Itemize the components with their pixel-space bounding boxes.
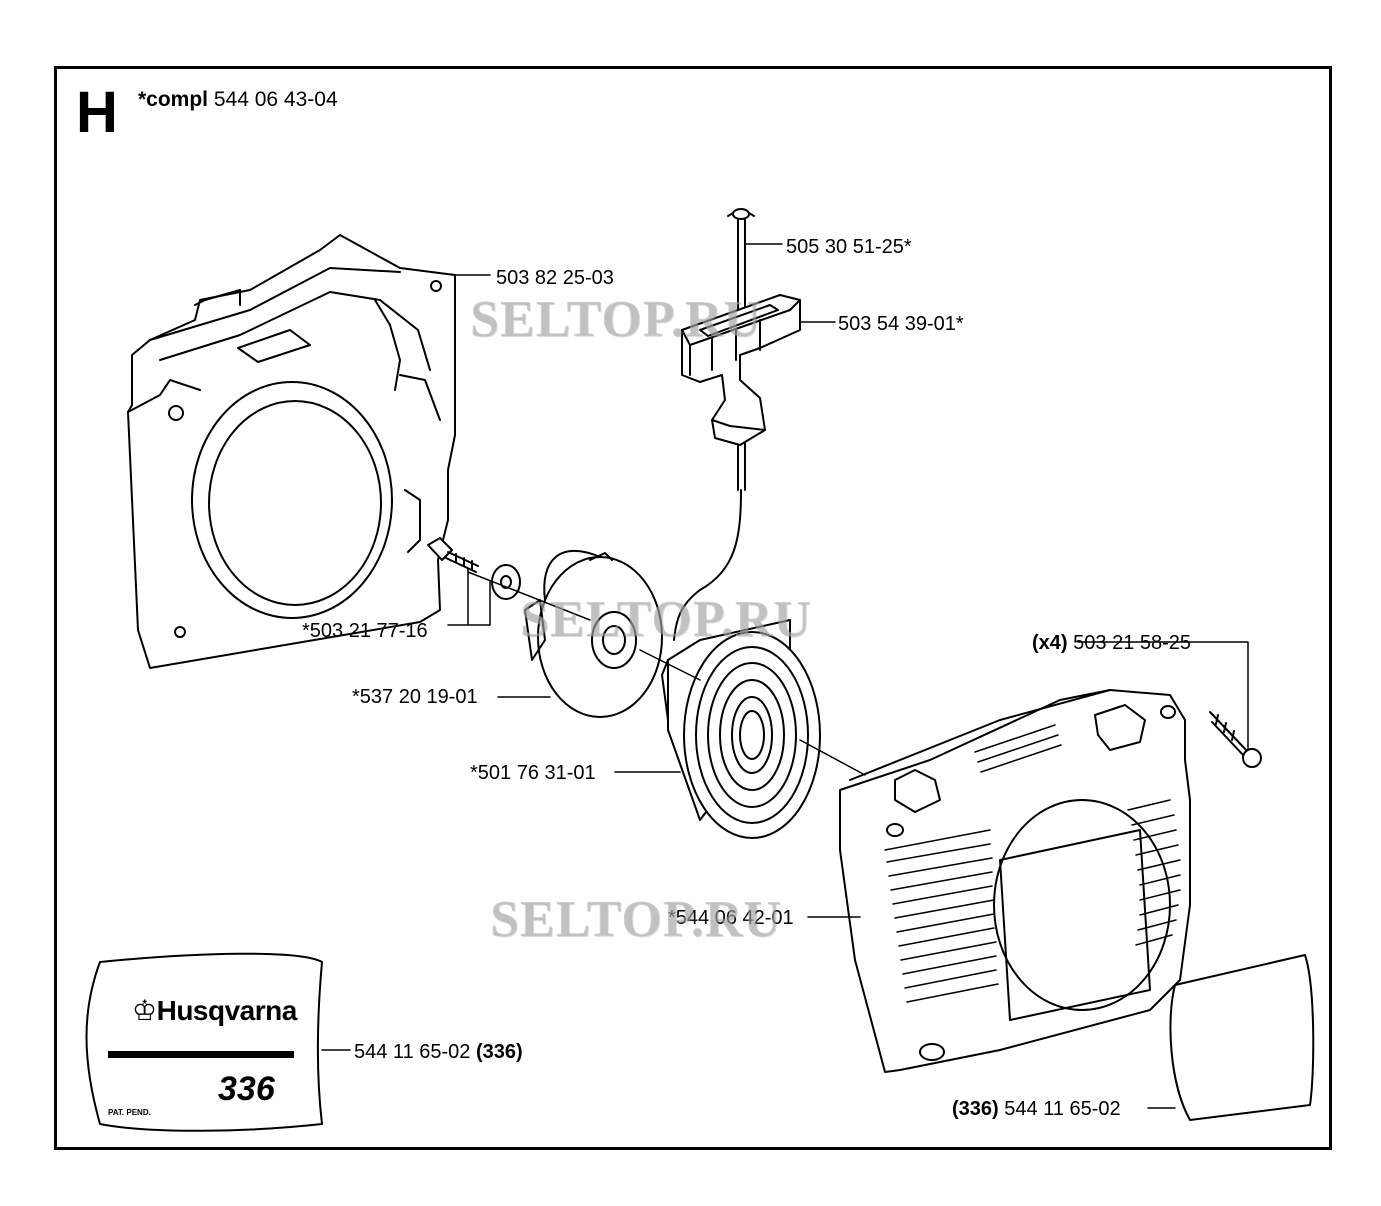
decal-patent-text: PAT. PEND.: [108, 1108, 151, 1117]
spring-cassette-drawing: [661, 619, 821, 839]
decal-left-outline: [85, 952, 323, 1132]
part-label-p6: (x4) 503 21 58-25: [1032, 632, 1191, 654]
decal-model-number: 336: [218, 1070, 275, 1108]
part-qty-p6: (x4): [1032, 632, 1068, 654]
part-number-p10: 544 11 65-02: [1004, 1098, 1121, 1120]
decal-brand-text: Husqvarna: [156, 995, 298, 1026]
starter-handle-drawing: [681, 294, 801, 446]
decal-brand-logo: ♔Husqvarna: [132, 994, 297, 1027]
part-label-p9: 544 11 65-02 (336): [354, 1041, 523, 1063]
decal-stripe: [108, 1051, 294, 1058]
section-letter: H: [76, 80, 118, 145]
part-label-p2: 503 82 25-03: [496, 267, 614, 289]
diagram-frame: [54, 66, 1332, 1150]
part-variant-p10: (336): [952, 1098, 999, 1120]
complete-assembly-label: *compl 544 06 43-04: [138, 88, 338, 112]
brand-crown-icon: ♔: [132, 995, 157, 1026]
fan-housing-drawing: [127, 234, 456, 669]
part-label-p4: *503 21 77-16: [302, 620, 428, 642]
part-label-p5: *537 20 19-01: [352, 686, 478, 708]
part-label-p8: *544 06 42-01: [668, 907, 794, 929]
part-label-p10: (336) 544 11 65-02: [952, 1098, 1121, 1120]
compl-prefix: *compl: [138, 88, 209, 111]
part-label-p7: *501 76 31-01: [470, 762, 596, 784]
part-number-p9: 544 11 65-02: [354, 1041, 471, 1063]
starter-cover-drawing: [839, 689, 1191, 1073]
screw-washer-drawing: [427, 537, 521, 600]
assembly-axis: [467, 571, 866, 776]
part-label-p1: 505 30 51-25*: [786, 236, 912, 258]
cover-screw-drawing: [1209, 711, 1262, 768]
part-variant-p9: (336): [475, 1041, 523, 1063]
leader-lines: [321, 243, 1249, 1109]
compl-number: 544 06 43-04: [213, 88, 338, 111]
pulley-drawing: [524, 550, 663, 718]
part-number-p6: 503 21 58-25: [1073, 632, 1192, 654]
decal-right-outline: [1169, 954, 1315, 1121]
part-label-p3: 503 54 39-01*: [838, 313, 964, 335]
